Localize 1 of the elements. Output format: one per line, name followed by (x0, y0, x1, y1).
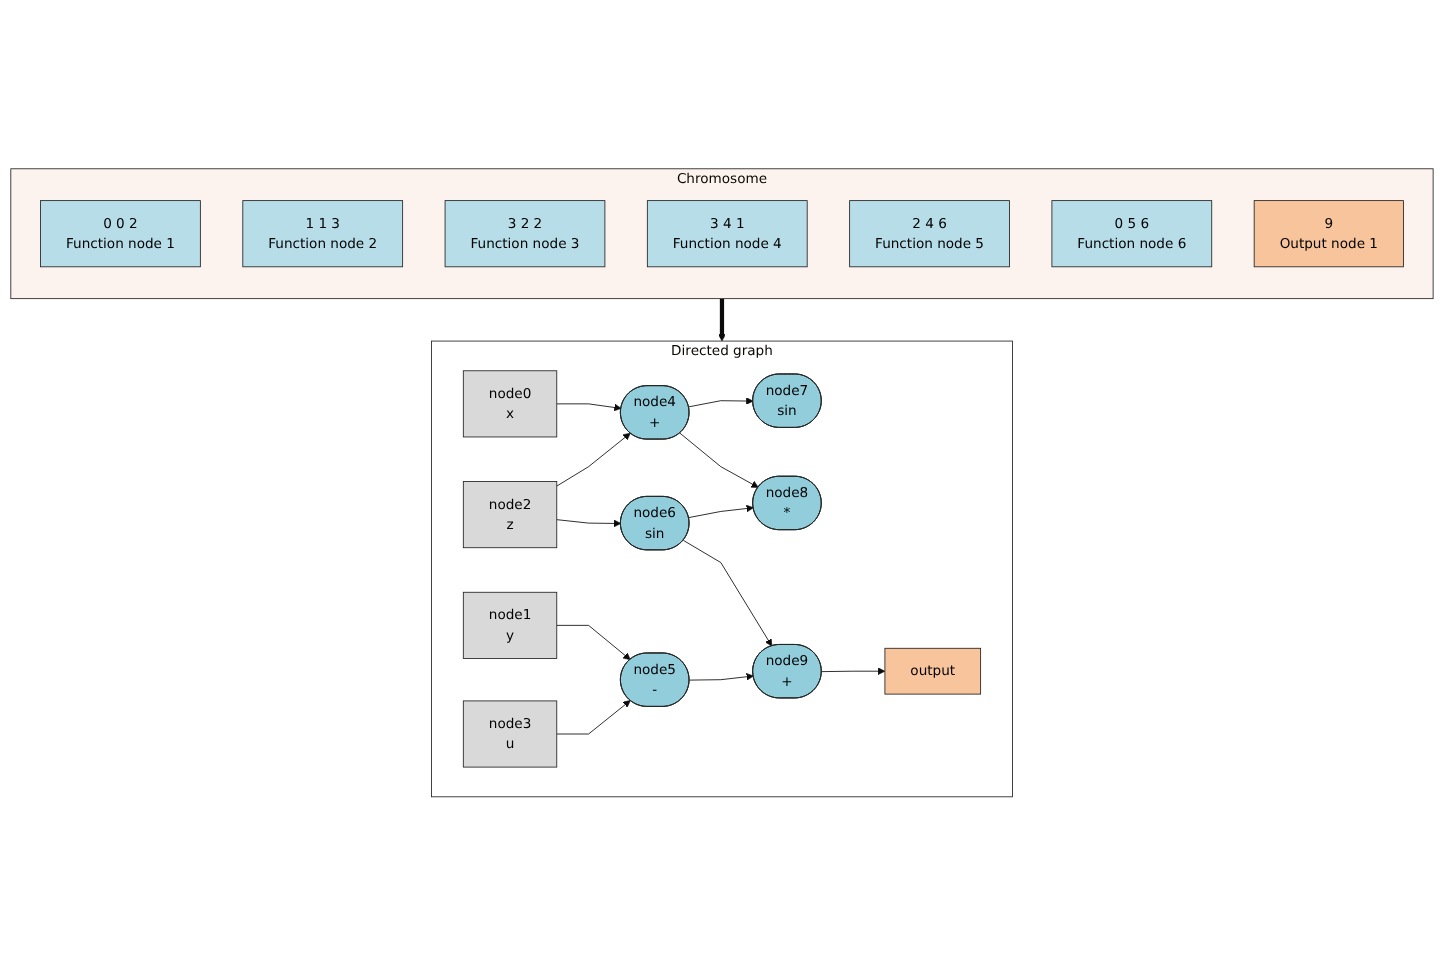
arrow (718, 298, 726, 342)
